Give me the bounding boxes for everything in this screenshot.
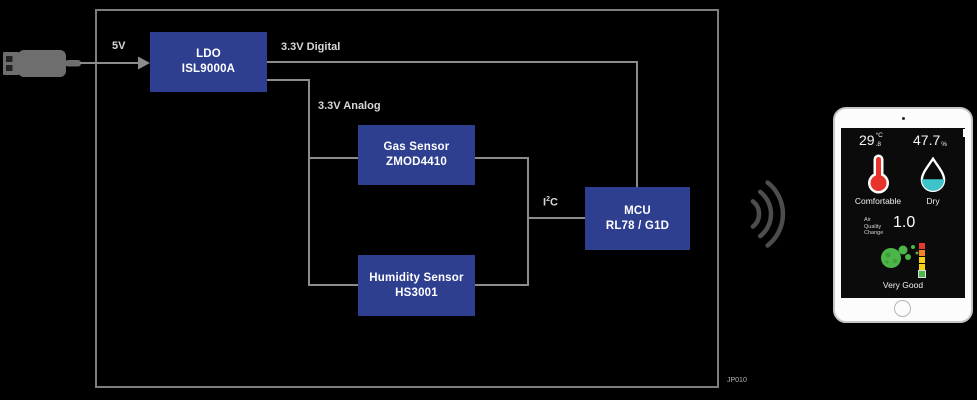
block-gas-part: ZMOD4410 xyxy=(385,156,448,168)
label-3v3-digital: 3.3V Digital xyxy=(281,41,341,53)
usb-plug-icon xyxy=(3,50,81,77)
label-i2c: I2C xyxy=(543,194,558,209)
aqi-scale-icon xyxy=(918,243,926,278)
temperature-value: 29 xyxy=(859,132,875,148)
screen-scroll-tick xyxy=(963,129,965,137)
humidity-reading: 47.7 % xyxy=(913,132,947,148)
wire-3v3-digital xyxy=(267,61,638,187)
temperature-decimal: .8 xyxy=(875,141,881,148)
wire-3v3-analog xyxy=(267,79,358,286)
label-i2c-base: I xyxy=(543,196,547,209)
label-3v3-analog: 3.3V Analog xyxy=(318,100,381,112)
block-humidity-part: HS3001 xyxy=(395,286,438,299)
humidity-value: 47.7 xyxy=(913,132,941,148)
label-5v: 5V xyxy=(112,40,126,52)
tablet-device: 29 °C .8 47.7 % xyxy=(833,107,973,323)
air-quality-label-line1: Air xyxy=(864,217,871,223)
block-ldo: LDO ISL9000A xyxy=(150,32,267,92)
arrowhead-5v xyxy=(138,56,150,70)
thermometer-icon xyxy=(868,154,889,194)
block-mcu-title: MCU xyxy=(624,204,651,217)
air-quality-label-line2: Quality xyxy=(864,223,882,230)
block-gas-title: Gas Sensor xyxy=(383,141,450,153)
bubbles-icon xyxy=(881,243,926,278)
temperature-status: Comfortable xyxy=(854,196,902,206)
water-drop-icon xyxy=(920,157,946,192)
diagram-border xyxy=(95,9,719,388)
humidity-unit: % xyxy=(941,141,948,148)
block-ldo-title: LDO xyxy=(196,48,221,60)
wire-sensor-bus xyxy=(475,157,529,286)
label-i2c-sup: 2 xyxy=(546,196,550,203)
humidity-status: Dry xyxy=(926,196,940,206)
air-quality-label: Air Quality Change xyxy=(864,217,883,237)
block-gas-sensor: Gas Sensor ZMOD4410 xyxy=(358,125,475,185)
tablet-camera-dot xyxy=(901,117,905,120)
connection-wires xyxy=(80,61,638,286)
wireless-signal-icon xyxy=(750,180,786,248)
block-ldo-part: ISL9000A xyxy=(181,63,236,75)
block-humidity-sensor: Humidity Sensor HS3001 xyxy=(358,255,475,316)
block-mcu-part: RL78 / G1D xyxy=(605,219,670,232)
temperature-reading: 29 °C .8 xyxy=(859,132,883,148)
label-i2c-end: C xyxy=(549,196,558,209)
air-quality-rating: Very Good xyxy=(882,280,924,290)
air-quality-label-line3: Change xyxy=(864,230,884,236)
label-corner-ref: JP010 xyxy=(727,377,747,384)
block-humidity-title: Humidity Sensor xyxy=(369,271,464,284)
block-mcu: MCU RL78 / G1D xyxy=(585,187,690,250)
temperature-unit: °C xyxy=(875,132,883,139)
air-quality-value: 1.0 xyxy=(893,214,916,231)
tablet-home-button xyxy=(894,300,911,317)
tablet-screen: 29 °C .8 47.7 % xyxy=(841,128,965,298)
